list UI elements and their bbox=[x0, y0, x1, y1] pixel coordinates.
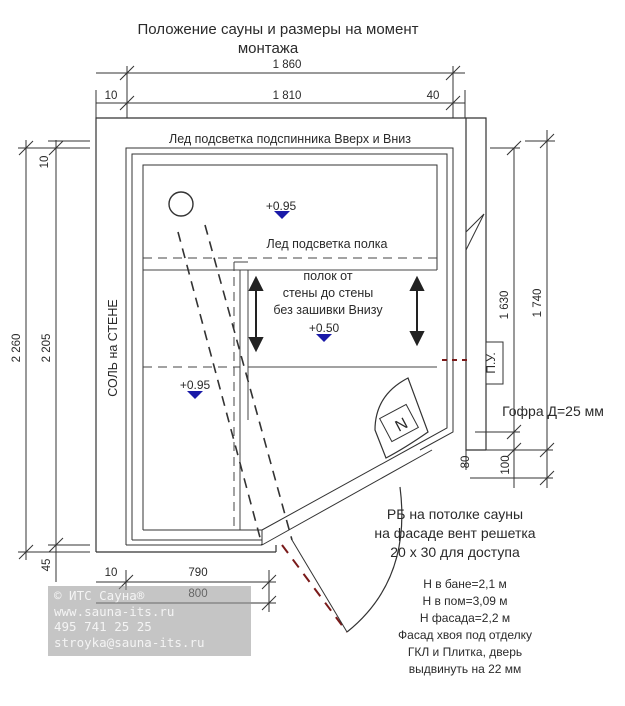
note-facade-1: Фасад хвоя под отделку bbox=[398, 628, 532, 642]
pu-label: П.У. bbox=[484, 352, 498, 373]
heater-box bbox=[378, 403, 420, 443]
watermark-site: www.sauna-its.ru bbox=[54, 603, 175, 619]
dim-right-80: 80 bbox=[460, 456, 472, 469]
door-arc bbox=[346, 486, 403, 633]
gofra-wedge bbox=[465, 213, 485, 251]
watermark-box: © ИТС Сауна® www.sauna-its.ru 495 741 25… bbox=[48, 586, 251, 656]
dim-left-inner: 2 205 bbox=[41, 334, 53, 363]
note-h-facade: Н фасада=2,2 м bbox=[420, 611, 510, 625]
dim-right-100: 100 bbox=[500, 455, 512, 474]
door-leaf-dashed bbox=[281, 544, 348, 633]
shelf-note-2: стены до стены bbox=[283, 286, 374, 300]
note-h-room: Н в пом=3,09 м bbox=[422, 594, 507, 608]
door-swing-dashes bbox=[177, 224, 293, 546]
level-mid: +0.50 bbox=[309, 321, 340, 335]
note-rb-1: РБ на потолке сауны bbox=[387, 506, 523, 522]
watermark-email: stroyka@sauna-its.ru bbox=[54, 634, 205, 650]
dim-bottom-left-offset: 10 bbox=[105, 567, 118, 579]
watermark-copyright: © ИТС Сауна® bbox=[54, 588, 145, 603]
note-h-bath: Н в бане=2,1 м bbox=[423, 577, 507, 591]
shelf-note-1: полок от bbox=[303, 269, 352, 283]
level-top: +0.95 bbox=[266, 199, 297, 213]
inner-walls bbox=[125, 147, 454, 546]
note-facade-3: выдвинуть на 22 мм bbox=[409, 662, 522, 676]
note-facade-2: ГКЛ и Плитка, дверь bbox=[408, 645, 522, 659]
note-rb-2: на фасаде вент решетка bbox=[374, 525, 535, 541]
left-dimensions bbox=[18, 140, 90, 582]
shelf-arrows bbox=[248, 275, 425, 353]
dim-right-height: 1 630 bbox=[499, 291, 511, 320]
dim-right-offset: 40 bbox=[427, 90, 440, 102]
dim-left-offset: 10 bbox=[105, 90, 118, 102]
level-left: +0.95 bbox=[180, 378, 211, 392]
pu-box bbox=[485, 341, 504, 385]
dim-left-total: 2 260 bbox=[11, 334, 23, 363]
level-marker-left bbox=[187, 391, 203, 399]
level-marker-mid bbox=[316, 334, 332, 342]
outer-walls bbox=[95, 117, 487, 553]
dim-right-total: 1 740 bbox=[532, 289, 544, 318]
dim-overall-width: 1 860 bbox=[273, 59, 302, 71]
door-leaf-line bbox=[291, 539, 348, 633]
level-marker-top bbox=[274, 211, 290, 219]
note-rb-3: 20 х 30 для доступа bbox=[390, 544, 520, 560]
right-dimensions bbox=[470, 130, 555, 488]
dim-inner-width: 1 810 bbox=[273, 90, 302, 102]
title-line-1: Положение сауны и размеры на момент bbox=[138, 21, 419, 38]
title-line-2: монтажа bbox=[238, 40, 299, 57]
gofra-label: Гофра Д=25 мм bbox=[502, 403, 604, 419]
top-dimensions bbox=[95, 65, 466, 118]
led-shelf-label: Лед подсветка полка bbox=[266, 237, 387, 251]
salt-wall-label: СОЛЬ на СТЕНЕ bbox=[106, 299, 120, 397]
shelf-note-3: без зашивки Внизу bbox=[273, 303, 383, 317]
dim-left-bottom: 45 bbox=[41, 559, 53, 572]
vent-circle bbox=[168, 191, 194, 217]
led-top-label: Лед подсветка подспинника Вверх и Вниз bbox=[169, 132, 411, 146]
shelf-lines bbox=[143, 257, 437, 530]
dim-bottom-inner: 790 bbox=[188, 567, 207, 579]
watermark-phone: 495 741 25 25 bbox=[54, 619, 152, 634]
dim-left-top-small: 10 bbox=[39, 156, 51, 169]
